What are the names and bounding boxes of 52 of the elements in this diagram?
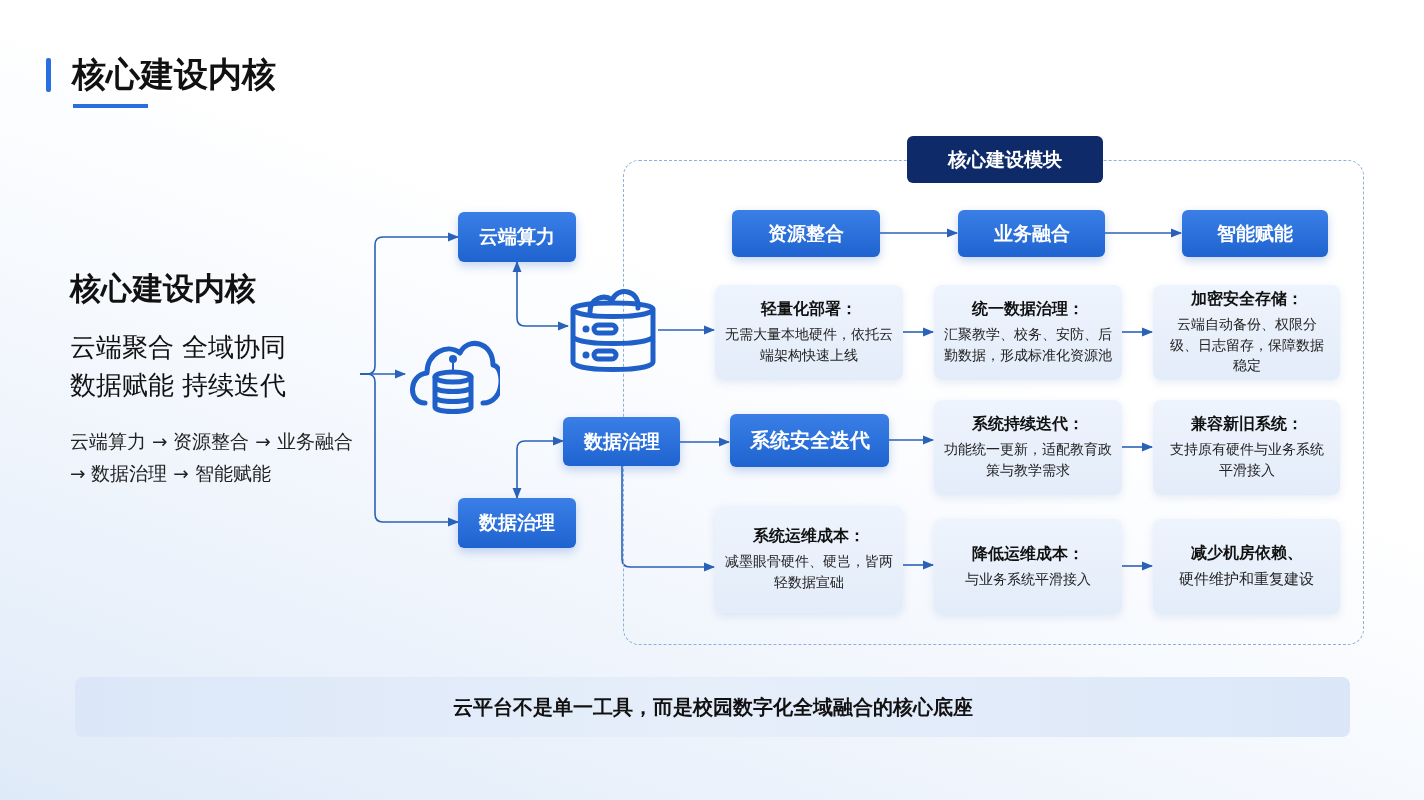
info-card — [715, 506, 903, 613]
arrow — [1103, 228, 1183, 238]
arrow — [901, 560, 935, 570]
card-heading: 轻量化部署： — [761, 299, 857, 321]
card-text: 功能统一更新，适配教育政策与教学需求 — [944, 440, 1112, 480]
process-box: 智能赋能 — [1182, 210, 1328, 257]
card-heading: 系统持续迭代： — [972, 414, 1084, 436]
card-heading: 兼容新旧系统： — [1190, 414, 1303, 436]
arrow — [1120, 327, 1154, 337]
summary-banner: 云平台不是单一工具，而是校园数字化全域融合的核心底座 — [75, 677, 1350, 737]
arrow — [679, 437, 731, 447]
arrow — [512, 436, 565, 500]
process-box: 云端算力 — [458, 212, 576, 262]
process-box: 数据治理 — [458, 498, 576, 548]
process-box: 数据治理 — [563, 417, 680, 466]
info-card — [715, 285, 903, 380]
card-text: 汇聚教学、校务、安防、后勤数据，形成标准化资源池 — [944, 325, 1112, 365]
card-text: 与业务系统平滑接入 — [965, 569, 1091, 589]
arrow — [512, 260, 570, 331]
side-heading: 核心建设内核 — [70, 269, 257, 308]
card-heading: 统一数据治理： — [972, 299, 1084, 321]
card-text: 云端自动备份、权限分级、日志留存，保障数据稳定 — [1168, 314, 1325, 376]
page-title: 核心建设内核 — [72, 53, 276, 96]
process-box: 系统安全迭代 — [730, 414, 889, 467]
info-card — [1153, 285, 1340, 380]
card-heading: 减少机房依赖、 — [1190, 542, 1303, 564]
flow-text: 云端算力 → 资源整合 → 业务融合 → 数据治理 → 智能赋能 — [70, 430, 354, 486]
arrow — [1120, 442, 1154, 452]
info-card — [1153, 400, 1340, 495]
slogan-text: 云端聚合 全域协同 — [70, 331, 288, 364]
card-heading: 系统运维成本： — [753, 526, 865, 548]
info-card — [934, 519, 1122, 614]
card-text: 减墨眼骨硬件、硬岂，皆两轻数据宣础 — [725, 552, 893, 592]
arrow — [1120, 561, 1154, 571]
card-text: 硬件维护和重复建设 — [1179, 569, 1314, 589]
slogan-text: 数据赋能 持续迭代 — [70, 369, 288, 402]
frame-title: 核心建设模块 — [907, 136, 1103, 183]
arrow — [878, 228, 959, 238]
arrow — [621, 465, 716, 572]
arrow — [901, 327, 935, 337]
process-box: 业务融合 — [958, 210, 1105, 257]
process-box: 资源整合 — [732, 210, 880, 257]
info-card — [934, 285, 1122, 380]
card-heading: 降低运维成本： — [972, 543, 1084, 565]
info-card — [1153, 519, 1340, 614]
info-card — [934, 400, 1122, 495]
card-heading: 加密安全存储： — [1190, 288, 1303, 310]
card-text: 无需大量本地硬件，依托云端架构快速上线 — [725, 325, 893, 365]
arrow — [359, 373, 460, 527]
arrow — [657, 325, 716, 335]
card-text: 支持原有硬件与业务系统平滑接入 — [1168, 440, 1325, 480]
arrow — [887, 435, 935, 445]
